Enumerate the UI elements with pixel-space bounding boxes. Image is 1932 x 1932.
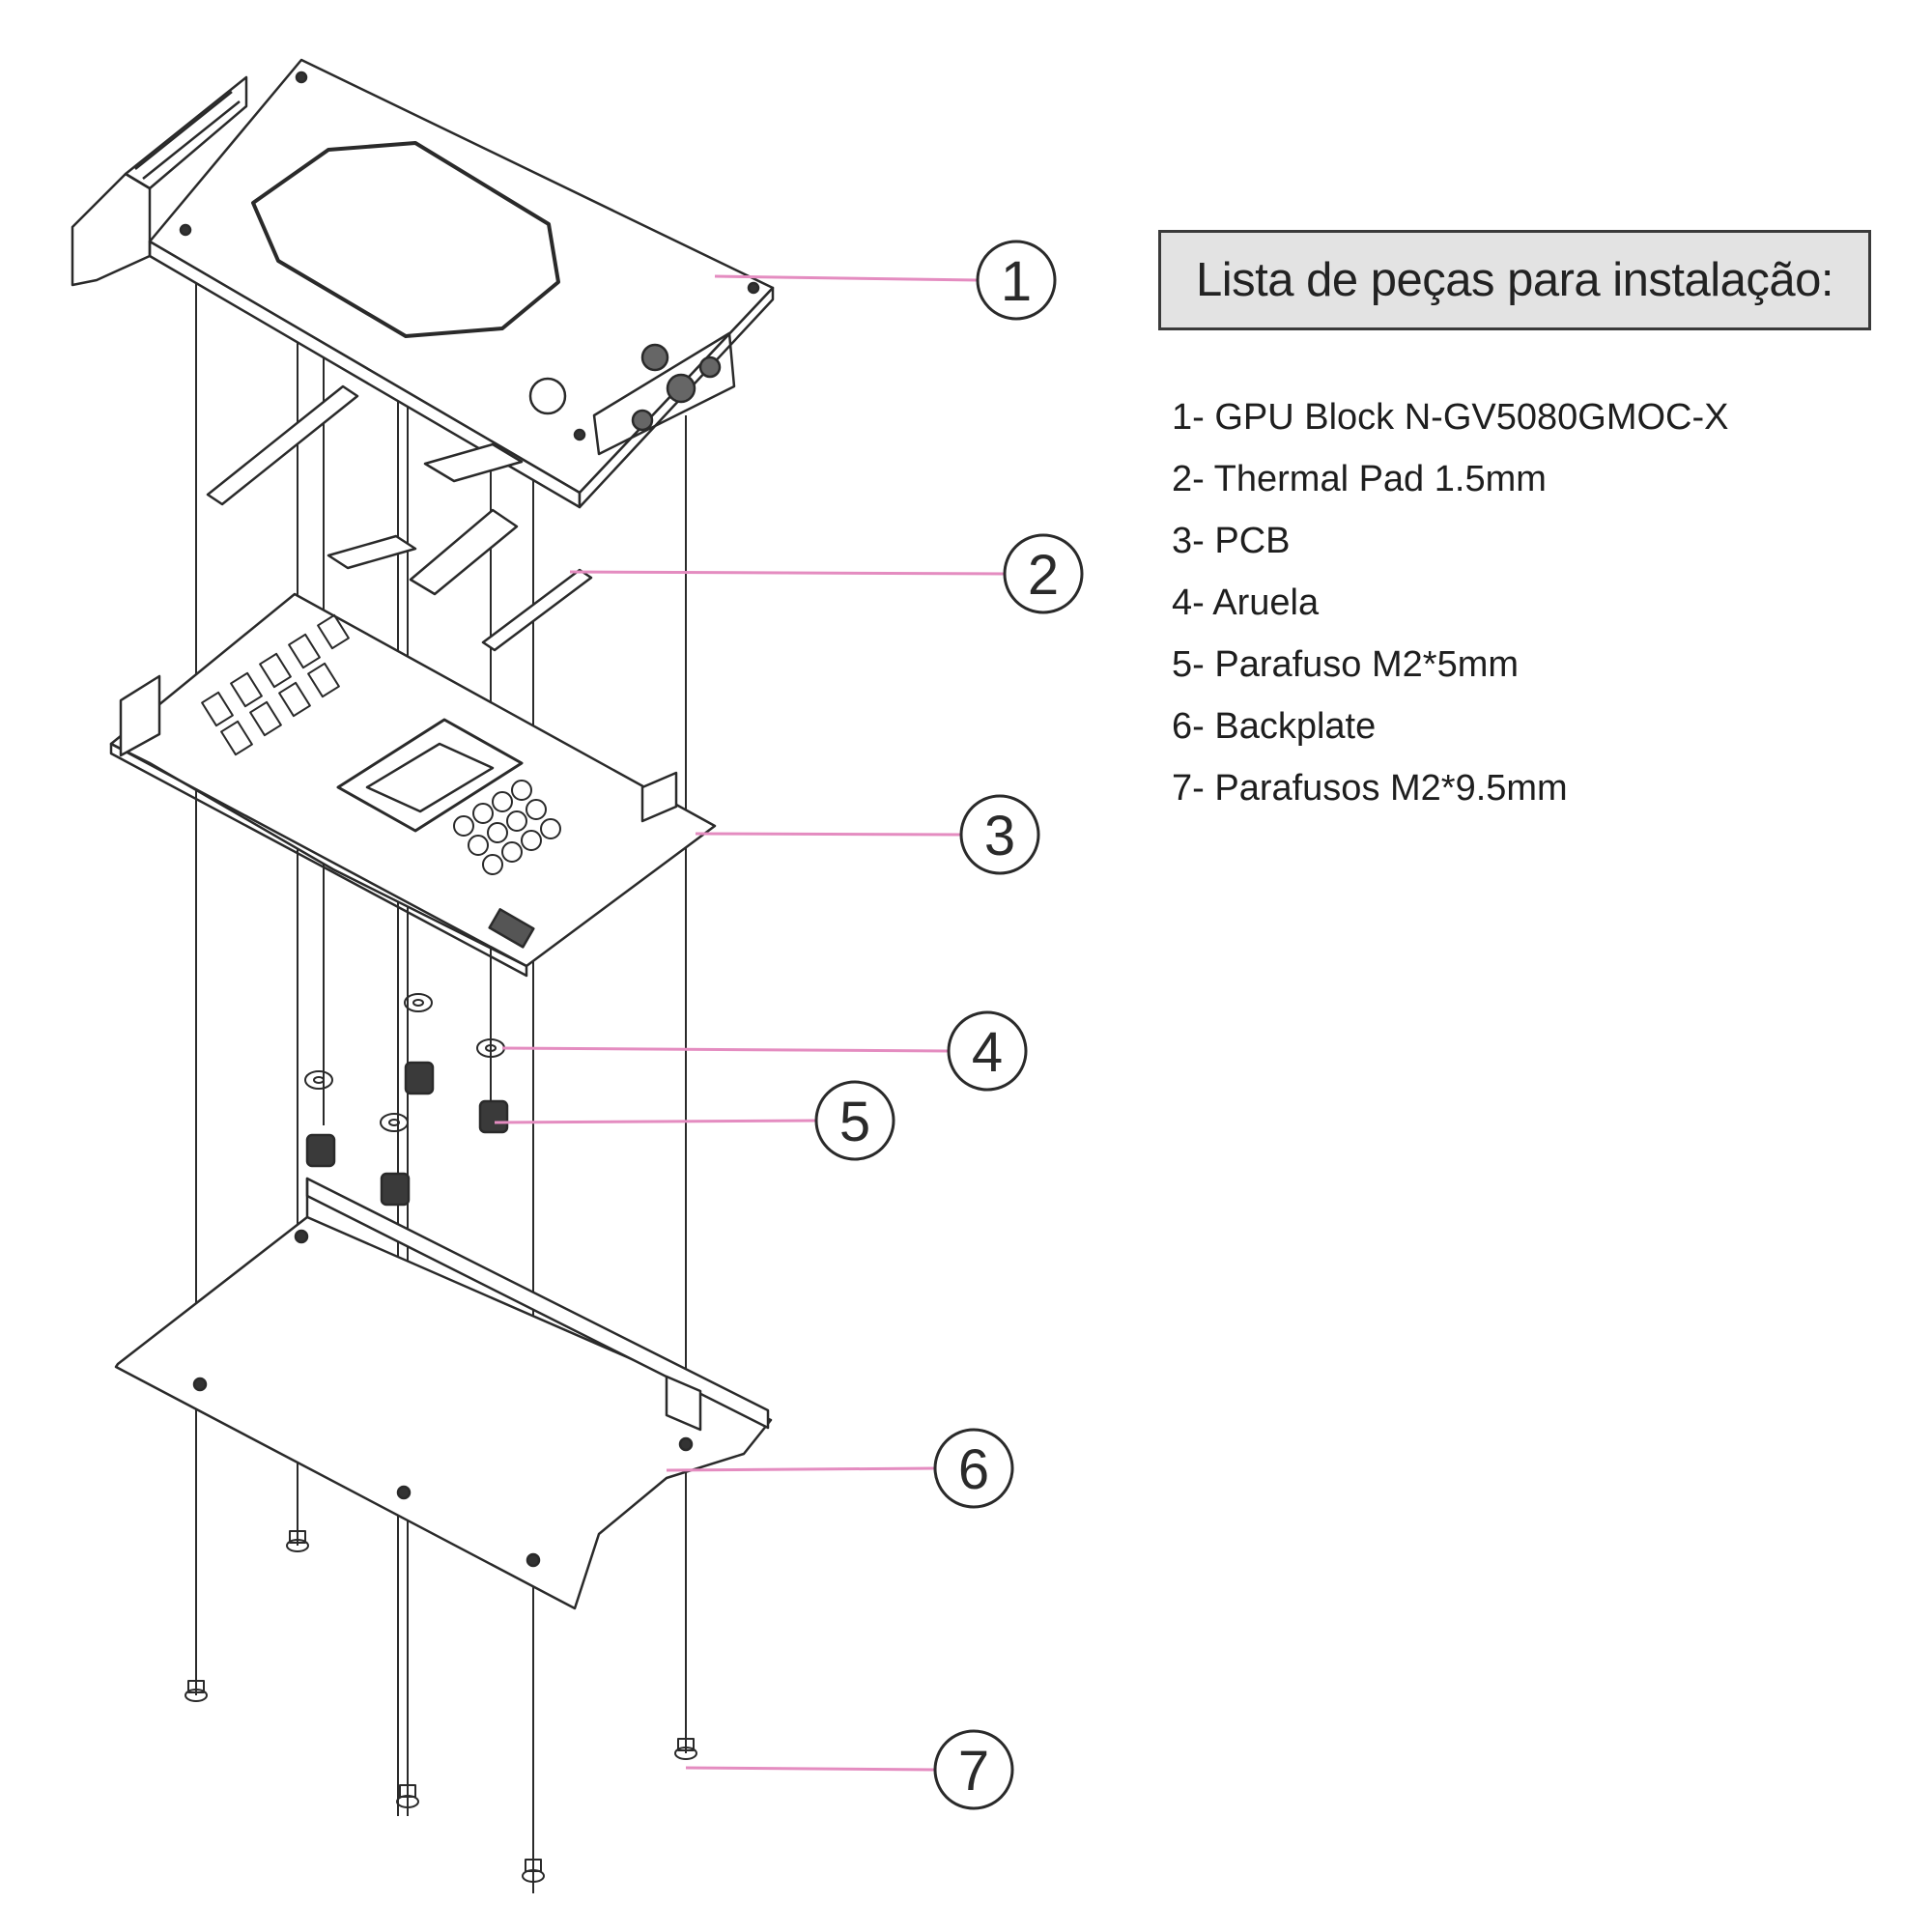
parts-list-item: 4- Aruela [1172, 582, 1320, 623]
callout-markers: 1 2 3 4 5 6 7 [814, 240, 1084, 1810]
backplate-part [114, 1177, 773, 1610]
bottom-screws-part [185, 1530, 697, 1883]
callout-4: 4 [947, 1010, 1028, 1092]
parts-list-item: 5- Parafuso M2*5mm [1172, 644, 1520, 685]
svg-text:5: 5 [839, 1091, 870, 1153]
svg-text:3: 3 [984, 805, 1015, 867]
pcb-part [109, 592, 717, 978]
callout-3: 3 [959, 794, 1040, 875]
callout-5: 5 [814, 1080, 895, 1161]
svg-text:2: 2 [1028, 544, 1059, 607]
exploded-assembly-diagram: 1 2 3 4 5 6 7 [71, 58, 1084, 1893]
callout-1: 1 [976, 240, 1057, 321]
standoff-screws-part [305, 1061, 509, 1207]
thermal-pads-part [206, 384, 593, 652]
parts-list-title-box: Lista de peças para instalação: [1158, 230, 1871, 330]
parts-list-item: 6- Backplate [1172, 706, 1377, 747]
callout-2: 2 [1003, 533, 1084, 614]
svg-text:4: 4 [972, 1021, 1003, 1084]
alignment-lines [195, 280, 687, 1893]
leader-lines [494, 274, 1006, 1772]
parts-list-title: Lista de peças para instalação: [1195, 254, 1834, 306]
svg-text:1: 1 [1001, 250, 1032, 313]
gpu-block-part [71, 58, 775, 509]
callout-7: 7 [933, 1729, 1014, 1810]
parts-list: 1- GPU Block N-GV5080GMOC-X 2- Thermal P… [1172, 386, 1728, 819]
parts-list-item: 2- Thermal Pad 1.5mm [1172, 459, 1547, 499]
callout-6: 6 [933, 1428, 1014, 1509]
washers-part [304, 993, 505, 1132]
parts-list-item: 3- PCB [1172, 521, 1291, 561]
svg-text:6: 6 [958, 1438, 989, 1501]
svg-text:7: 7 [958, 1740, 989, 1803]
parts-list-item: 7- Parafusos M2*9.5mm [1172, 768, 1568, 809]
parts-list-item: 1- GPU Block N-GV5080GMOC-X [1172, 397, 1729, 438]
